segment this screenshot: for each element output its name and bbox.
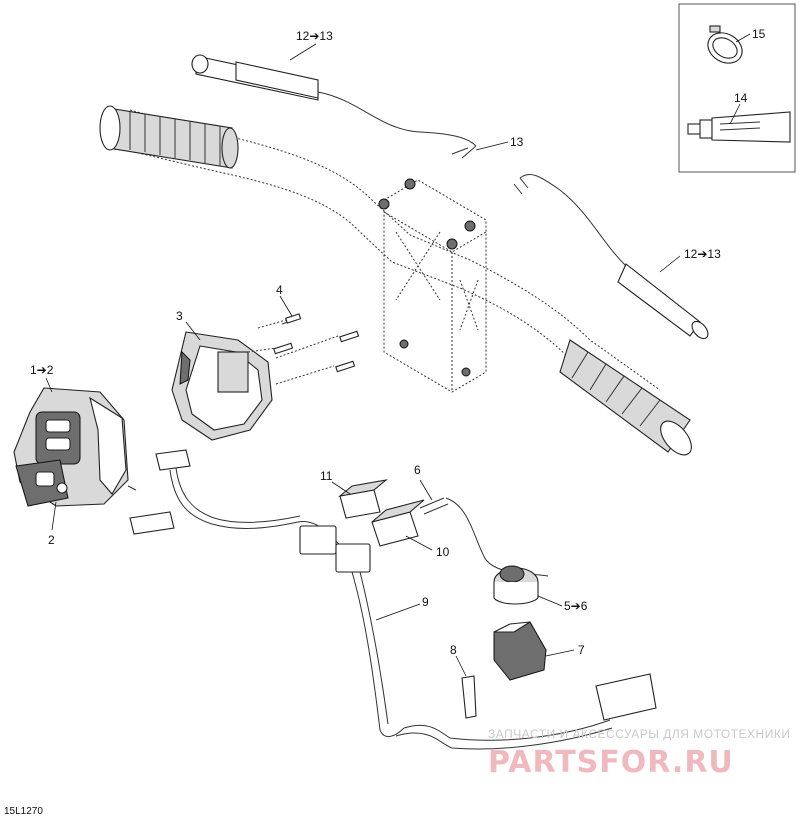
callout-14: 14 (734, 91, 748, 105)
callout-5-6: 5➔6 (564, 599, 588, 613)
heating-element-top (191, 54, 477, 159)
figure-code: 15L1270 (4, 806, 43, 817)
callout-12-13-top: 12➔13 (296, 29, 333, 43)
leader-lines (45, 33, 751, 677)
callout-12-13-right: 12➔13 (684, 247, 721, 261)
inset-box (678, 3, 796, 173)
clamp-15 (707, 25, 743, 64)
callout-4: 4 (276, 283, 283, 297)
callout-8: 8 (450, 643, 457, 657)
callout-6: 6 (414, 463, 421, 477)
callout-9: 9 (422, 595, 429, 609)
rotary-switch-5 (493, 565, 539, 605)
handlebar-switch-1 (13, 387, 137, 507)
watermark: ЗАПЧАСТИ И АКСЕССУАРЫ ДЛЯ МОТОТЕХНИКИ PA… (488, 727, 790, 780)
callout-13: 13 (510, 135, 524, 149)
connector-11 (338, 479, 388, 519)
wiring-harness-9 (129, 449, 657, 750)
callout-11: 11 (320, 469, 333, 483)
watermark-caption: ЗАПЧАСТИ И АКСЕССУАРЫ ДЛЯ МОТОТЕХНИКИ (488, 727, 790, 741)
handlebar (99, 105, 692, 456)
callout-1-2: 1➔2 (30, 363, 54, 377)
connector-10 (371, 499, 425, 547)
socket-7 (493, 621, 547, 681)
callout-10: 10 (436, 545, 450, 559)
switch-cover-3 (171, 331, 273, 441)
watermark-logo: PARTSFOR.RU (488, 745, 734, 780)
screws-4 (247, 313, 360, 385)
left-grip (99, 105, 239, 169)
terminals-6 (419, 497, 449, 515)
right-grip (559, 339, 692, 456)
callout-labels: 12➔13 13 15 14 12➔13 4 3 1➔2 2 11 6 10 9… (30, 27, 766, 657)
riser-clamp (378, 178, 487, 393)
callout-3: 3 (176, 309, 183, 323)
heating-element-right (513, 174, 709, 340)
pin-8 (461, 675, 477, 719)
callout-15: 15 (752, 27, 766, 41)
grease-tube-14 (687, 111, 791, 143)
callout-7: 7 (578, 643, 585, 657)
callout-2: 2 (48, 533, 55, 547)
